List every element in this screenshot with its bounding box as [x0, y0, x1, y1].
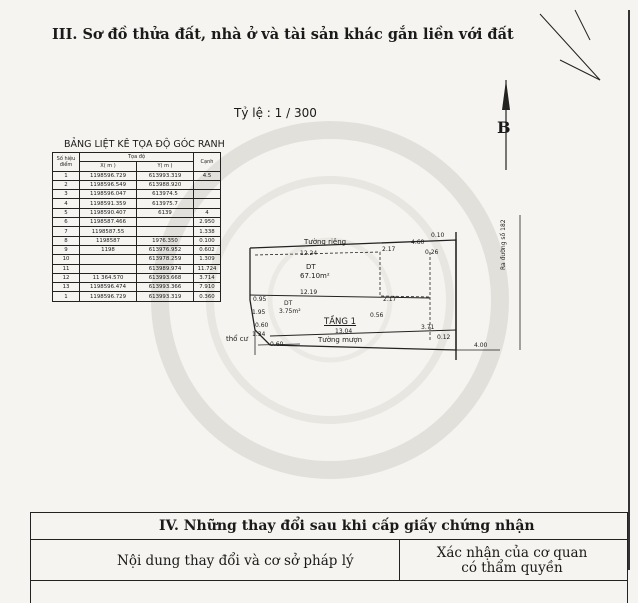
dim-060b: 0.60 [270, 341, 284, 348]
changes-column-header: Nội dung thay đổi và cơ sở pháp lý [117, 553, 354, 569]
changes-column: Nội dung thay đổi và cơ sở pháp lý [31, 540, 400, 581]
dim-056: 0.56 [370, 312, 384, 319]
dim-1219: 12.19 [300, 289, 318, 296]
area-main-value: 67.10m² [300, 272, 330, 280]
road-label: Ra đường số 182 [500, 219, 507, 270]
dim-012: 0.12 [437, 334, 451, 341]
dim-1224: 12.24 [300, 250, 318, 257]
confirmation-column: Xác nhận của cơ quan có thẩm quyền [400, 540, 627, 581]
dim-460: 4.60 [411, 239, 425, 246]
dim-026: 0.26 [425, 249, 439, 256]
thocu-label: thổ cư [226, 335, 248, 343]
dim-134: 1.34 [252, 331, 266, 338]
dim-010: 0.10 [431, 232, 445, 239]
section-4-title: IV. Những thay đổi sau khi cấp giấy chứn… [159, 518, 535, 534]
north-label: B [497, 118, 511, 137]
confirmation-column-header: Xác nhận của cơ quan có thẩm quyền [436, 545, 588, 576]
dim-371: 3.71 [421, 324, 435, 331]
section-4-table: IV. Những thay đổi sau khi cấp giấy chứn… [30, 512, 628, 603]
coord-table-title: BẢNG LIỆT KÊ TỌA ĐỘ GÓC RANH [64, 139, 225, 150]
dim-217a: 2.17 [382, 246, 396, 253]
dim-195: 1.95 [252, 309, 266, 316]
page-frame [30, 10, 630, 570]
area-small-label: DT [284, 300, 293, 307]
dim-1304: 13.04 [335, 328, 353, 335]
wall-bottom-label: Tường mượn [318, 336, 363, 344]
area-main-label: DT [306, 263, 316, 271]
coord-table: Số hiệu điểm Tọa độ Cạnh X( m ) Y( m ) 1… [52, 151, 221, 302]
wall-top-label: Tường riêng [304, 238, 347, 246]
floor-label: TẦNG 1 [324, 317, 357, 327]
coord-cell-c: 0.360 [193, 291, 221, 302]
dim-217b: 2.17 [383, 296, 397, 303]
dim-400: 4.00 [474, 342, 488, 349]
section-4-header: IV. Những thay đổi sau khi cấp giấy chứn… [31, 513, 627, 540]
scale-label: Tỷ lệ : 1 / 300 [234, 106, 317, 120]
dim-095: 0.95 [253, 296, 267, 303]
section-3-title: III. Sơ đồ thửa đất, nhà ở và tài sản kh… [52, 26, 514, 43]
dim-060: 0.60 [255, 322, 269, 329]
area-small-value: 3.75m² [279, 308, 301, 315]
